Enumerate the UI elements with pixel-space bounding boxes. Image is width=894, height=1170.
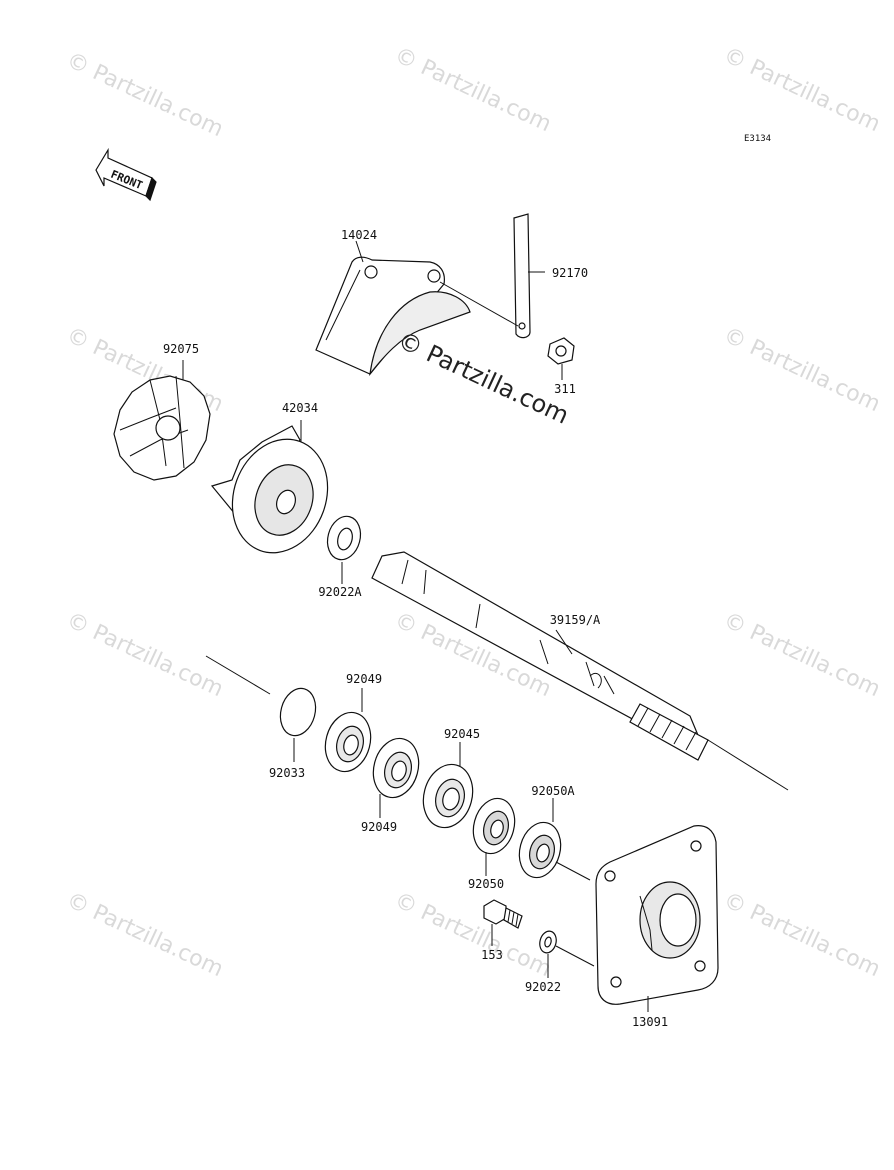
watermarks: © Partzilla.com © Partzilla.com © Partzi…: [62, 43, 883, 982]
label-92050A: 92050A: [531, 784, 575, 798]
part-92045-bearing: [422, 742, 474, 829]
label-311: 311: [554, 382, 576, 396]
watermark: © Partzilla.com: [390, 888, 554, 982]
watermark: © Partzilla.com: [62, 608, 226, 702]
watermark: © Partzilla.com: [719, 43, 883, 137]
center-watermark: © Partzilla.com: [393, 326, 573, 430]
part-92050-seal: [472, 797, 516, 876]
part-39159A-shaft: [205, 551, 789, 791]
part-311-nut: [547, 337, 575, 380]
part-42034-impeller: [210, 420, 329, 554]
part-92170-strap: [439, 213, 545, 339]
label-13091: 13091: [632, 1015, 668, 1029]
label-39159A: 39159/A: [550, 613, 601, 627]
part-92033-circlip: [279, 687, 317, 762]
watermark: © Partzilla.com: [62, 48, 226, 142]
part-92049-bearing-lower: [372, 737, 420, 818]
label-92045: 92045: [444, 727, 480, 741]
watermark: © Partzilla.com: [62, 888, 226, 982]
label-42034: 42034: [282, 401, 318, 415]
label-92049-upper: 92049: [346, 672, 382, 686]
watermark: © Partzilla.com: [719, 888, 883, 982]
watermark: © Partzilla.com: [390, 43, 554, 137]
part-92049-bearing-upper: [324, 688, 372, 773]
label-92022: 92022: [525, 980, 561, 994]
part-92022A-washer: [326, 515, 362, 584]
watermark: © Partzilla.com: [719, 608, 883, 702]
part-92075-coupler: [113, 360, 211, 481]
diagram-code: E3134: [744, 134, 771, 144]
part-14024-cover: [315, 240, 471, 377]
label-92050: 92050: [468, 877, 504, 891]
label-92049-lower: 92049: [361, 820, 397, 834]
label-92075: 92075: [163, 342, 199, 356]
part-153-bolt: [483, 899, 523, 946]
part-13091-housing: [595, 825, 719, 1012]
label-14024: 14024: [341, 228, 377, 242]
label-153: 153: [481, 948, 503, 962]
label-92033: 92033: [269, 766, 305, 780]
label-92022A: 92022A: [318, 585, 362, 599]
front-arrow-icon: FRONT: [95, 147, 157, 202]
part-92050A-seal: [518, 798, 591, 881]
part-92022-washer: [539, 930, 595, 978]
label-92170: 92170: [552, 266, 588, 280]
watermark: © Partzilla.com: [719, 323, 883, 417]
part-labels: 14024 92170 311 92075 42034 92022A 39159…: [163, 228, 668, 1029]
